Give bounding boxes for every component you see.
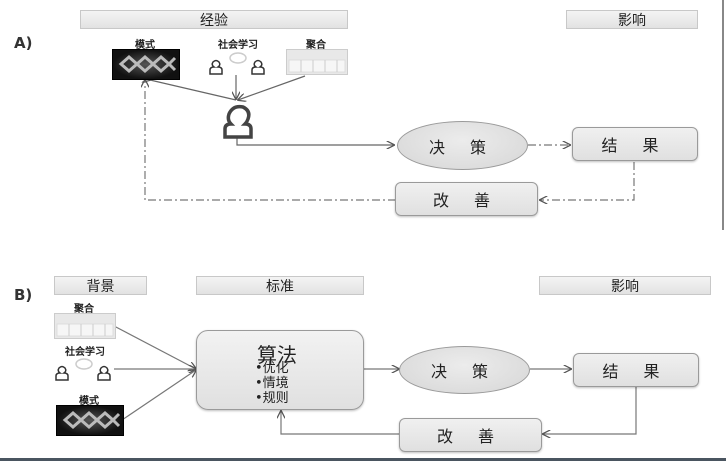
header-impact-a: 影响 (566, 10, 698, 29)
header-standard: 标准 (196, 276, 364, 295)
result-node-b: 结 果 (573, 353, 699, 387)
arrow-result-to-improve (540, 162, 635, 200)
decision-node-b: 决 策 (399, 346, 530, 394)
pattern-icon-b (56, 405, 124, 436)
panel-b-label: B) (14, 286, 33, 304)
arrow-person-to-decision (236, 138, 394, 145)
arrow-b-result-to-improve (543, 387, 637, 434)
arrow-b-improve-to-algo (281, 411, 399, 435)
label-aggregation-a: 聚合 (306, 40, 326, 51)
arrow-improve-to-pattern (145, 80, 396, 201)
arrow-pattern-to-person (150, 80, 237, 101)
social-learning-icon-b (52, 356, 116, 384)
person-icon (221, 99, 255, 141)
algorithm-node: 算法 •优化 •情境 •规则 (196, 330, 364, 410)
header-impact-b: 影响 (539, 276, 711, 295)
arrow-b-aggregation-to-algo (113, 325, 196, 369)
divider-right (722, 0, 724, 230)
label-pattern-b: 模式 (79, 396, 99, 407)
panel-a-label: A) (14, 34, 33, 52)
aggregation-icon (286, 49, 348, 75)
label-pattern-a: 模式 (135, 40, 155, 51)
algorithm-item-rules: •规则 (255, 391, 289, 406)
pattern-icon (112, 49, 180, 80)
arrow-b-pattern-to-algo (121, 370, 196, 421)
label-social-learning-a: 社会学习 (218, 40, 258, 51)
header-context: 背景 (54, 276, 147, 295)
algorithm-item-optimize: •优化 (255, 361, 289, 376)
arrow-aggregation-to-person (238, 75, 306, 100)
social-learning-icon (206, 50, 270, 78)
label-social-learning-b: 社会学习 (65, 347, 105, 358)
improve-node-a: 改 善 (395, 182, 538, 216)
divider-bottom (0, 458, 726, 461)
algorithm-items: •优化 •情境 •规则 (255, 361, 289, 406)
header-experience: 经验 (80, 10, 348, 29)
aggregation-icon-b (54, 313, 116, 339)
decision-node-a: 决 策 (397, 121, 528, 170)
algorithm-title: 算法 (257, 343, 297, 367)
result-node-a: 结 果 (572, 127, 698, 161)
algorithm-item-context: •情境 (255, 376, 289, 391)
label-aggregation-b: 聚合 (74, 304, 94, 315)
improve-node-b: 改 善 (399, 418, 542, 452)
